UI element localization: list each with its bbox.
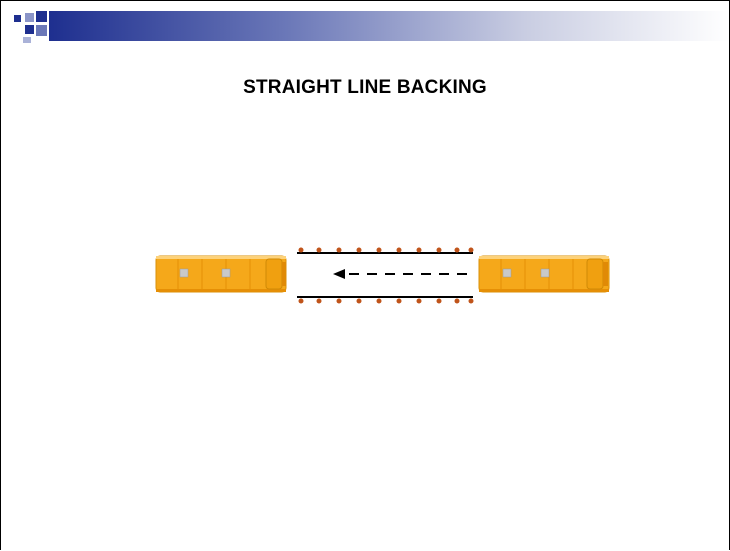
bus-icon [478, 255, 610, 293]
direction-arrow-left-icon [333, 269, 467, 279]
header-squares-decoration [14, 11, 47, 43]
header-gradient-bar [14, 11, 729, 43]
slide-title: STRAIGHT LINE BACKING [243, 77, 487, 98]
bus-icon [155, 255, 287, 293]
cones-top-row [298, 247, 474, 253]
cones-bottom-row [298, 298, 474, 304]
